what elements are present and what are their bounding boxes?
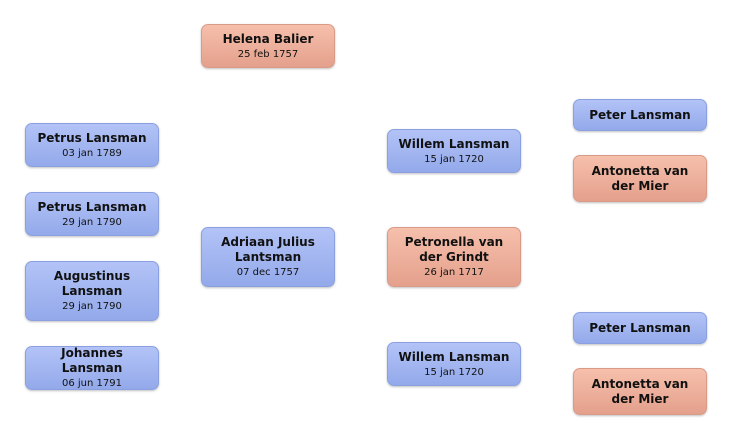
- person-name: Willem Lansman: [398, 136, 510, 151]
- child-card-1[interactable]: Petrus Lansman 03 jan 1789: [25, 123, 159, 167]
- person-birth-date: 15 jan 1720: [424, 366, 484, 378]
- person-name: Adriaan Julius Lantsman: [221, 235, 315, 264]
- parent-card-father-bottom[interactable]: Willem Lansman 15 jan 1720: [387, 342, 521, 386]
- grandparent-card-peter-top[interactable]: Peter Lansman: [573, 99, 707, 131]
- child-card-3[interactable]: Augustinus Lansman 29 jan 1790: [25, 261, 159, 321]
- person-name: Petrus Lansman: [37, 130, 147, 145]
- focus-person-card[interactable]: Adriaan Julius Lantsman 07 dec 1757: [201, 227, 335, 287]
- person-birth-date: 03 jan 1789: [62, 147, 122, 159]
- person-name: Antonetta van der Mier: [591, 163, 689, 193]
- person-name: Petronella van der Grindt: [404, 235, 504, 264]
- person-birth-date: 29 jan 1790: [62, 301, 122, 312]
- person-birth-date: 06 jun 1791: [62, 378, 122, 389]
- person-birth-date: 29 jan 1790: [62, 216, 122, 228]
- person-birth-date: 26 jan 1717: [424, 267, 484, 278]
- grandparent-card-antonetta-bottom[interactable]: Antonetta van der Mier: [573, 368, 707, 415]
- parent-card-father-top[interactable]: Willem Lansman 15 jan 1720: [387, 129, 521, 173]
- person-name: Antonetta van der Mier: [591, 376, 689, 406]
- person-name: Petrus Lansman: [37, 199, 147, 214]
- person-name: Helena Balier: [222, 31, 314, 46]
- person-name: Willem Lansman: [398, 349, 510, 364]
- person-name: Peter Lansman: [589, 320, 691, 335]
- person-birth-date: 25 feb 1757: [237, 48, 299, 60]
- child-card-2[interactable]: Petrus Lansman 29 jan 1790: [25, 192, 159, 236]
- grandparent-card-peter-bottom[interactable]: Peter Lansman: [573, 312, 707, 344]
- person-name: Johannes Lansman: [61, 346, 123, 375]
- person-name: Augustinus Lansman: [53, 269, 131, 298]
- person-card-helena-balier[interactable]: Helena Balier 25 feb 1757: [201, 24, 335, 68]
- child-card-4[interactable]: Johannes Lansman 06 jun 1791: [25, 346, 159, 390]
- parent-card-mother[interactable]: Petronella van der Grindt 26 jan 1717: [387, 227, 521, 287]
- grandparent-card-antonetta-top[interactable]: Antonetta van der Mier: [573, 155, 707, 202]
- person-birth-date: 07 dec 1757: [236, 267, 300, 278]
- person-birth-date: 15 jan 1720: [424, 153, 484, 165]
- person-name: Peter Lansman: [589, 107, 691, 122]
